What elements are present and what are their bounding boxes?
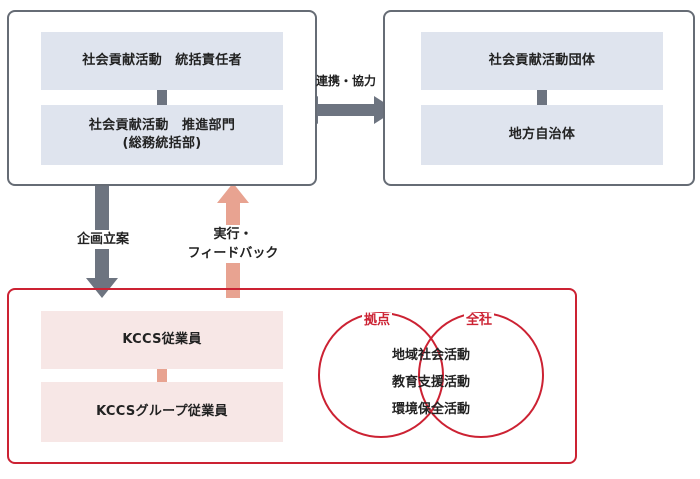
employees-panel [7, 288, 577, 464]
kccs-group-employees-label: KCCSグループ従業員 [96, 404, 228, 419]
local-government-label: 地方自治体 [508, 127, 576, 142]
venn-activities: 地域社会活動 教育支援活動 環境保全活動 [331, 341, 531, 421]
responsible-officer-label: 社会貢献活動 統括責任者 [82, 53, 242, 68]
execution-feedback-label: 実行・ フィードバック [168, 225, 298, 263]
cooperation-label: 連携・協力 [315, 74, 376, 88]
kccs-employees-box: KCCS従業員 [41, 311, 283, 369]
kccs-group-employees-box: KCCSグループ従業員 [41, 382, 283, 442]
venn-left-tag: 拠点 [362, 313, 393, 329]
promotion-department-box: 社会貢献活動 推進部門 (総務統括部) [41, 105, 283, 165]
local-government-box: 地方自治体 [421, 105, 663, 165]
planning-label: 企画立案 [62, 230, 144, 249]
education-support-label: 教育支援活動 [391, 375, 470, 390]
community-activity-label: 地域社会活動 [391, 348, 470, 363]
kccs-employees-label: KCCS従業員 [122, 332, 202, 347]
execution-label: 実行・ [213, 227, 253, 242]
connector-top-right [537, 90, 547, 105]
connector-top-left [157, 90, 167, 105]
promotion-department-sub: (総務統括部) [122, 136, 202, 151]
social-organization-label: 社会貢献活動団体 [488, 53, 596, 68]
double-arrow [296, 96, 396, 124]
promotion-department-label: 社会貢献活動 推進部門 [88, 118, 236, 133]
social-organization-box: 社会貢献活動団体 [421, 32, 663, 90]
environment-activity-label: 環境保全活動 [391, 402, 470, 417]
responsible-officer-box: 社会貢献活動 統括責任者 [41, 32, 283, 90]
venn-right-tag: 全社 [464, 313, 495, 329]
connector-bottom [157, 369, 167, 382]
feedback-label: フィードバック [187, 246, 279, 261]
